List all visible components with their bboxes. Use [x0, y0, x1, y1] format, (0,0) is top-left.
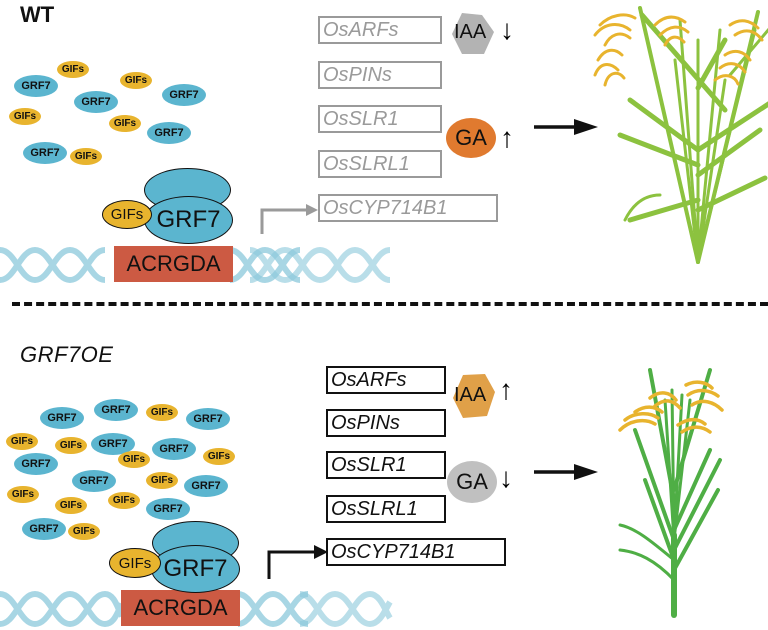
gifs-protein: GIFs	[6, 433, 38, 450]
wt-transcription-arrow-icon	[260, 204, 318, 234]
gene-box: OsPINs	[318, 61, 442, 89]
oe-ga-down-arrow-icon: ↓	[499, 462, 513, 493]
wt-acrgda-motif: ACRGDA	[114, 246, 233, 282]
gifs-protein: GIFs	[203, 448, 235, 465]
gene-box: OsARFs	[326, 366, 446, 394]
grf7-protein: GRF7	[186, 408, 230, 430]
gene-box: OsPINs	[326, 409, 446, 437]
panel-divider-dashed-line	[12, 302, 768, 306]
gifs-complex-protein: GIFs	[109, 548, 161, 578]
gifs-protein: GIFs	[55, 437, 87, 454]
oe-acrgda-motif: ACRGDA	[121, 590, 240, 626]
gene-box: OsSLRL1	[326, 495, 446, 523]
gifs-protein: GIFs	[146, 472, 178, 489]
gifs-protein: GIFs	[68, 523, 100, 540]
gifs-protein: GIFs	[120, 72, 152, 89]
gifs-protein: GIFs	[70, 148, 102, 165]
grf7-complex-protein: GRF7	[144, 196, 233, 244]
oe-iaa-hexagon-icon	[453, 374, 495, 418]
oe-dwarf-rice-plant-icon	[618, 368, 724, 618]
gifs-protein: GIFs	[118, 451, 150, 468]
wt-dna-helix	[0, 246, 301, 284]
gene-box: OsSLR1	[318, 105, 442, 133]
wt-dna-helix-right	[249, 246, 391, 284]
gifs-complex-protein: GIFs	[102, 200, 152, 229]
oe-dna-helix-right	[299, 590, 393, 628]
gifs-protein: GIFs	[7, 486, 39, 503]
oe-effect-arrow-icon	[534, 464, 598, 480]
gene-box: OsSLR1	[326, 451, 446, 479]
grf7-protein: GRF7	[14, 453, 58, 475]
gifs-protein: GIFs	[57, 61, 89, 78]
oe-iaa-up-arrow-icon: ↑	[499, 374, 513, 405]
grf7-protein: GRF7	[184, 475, 228, 497]
grf7-protein: GRF7	[40, 407, 84, 429]
wt-iaa-hexagon-icon	[452, 13, 494, 54]
gifs-protein: GIFs	[55, 497, 87, 514]
gifs-protein: GIFs	[146, 404, 178, 421]
oe-panel-label: GRF7OE	[20, 342, 114, 367]
grf7-protein: GRF7	[14, 75, 58, 97]
wt-tall-rice-plant-icon	[593, 6, 768, 264]
grf7-protein: GRF7	[152, 438, 196, 460]
grf7-protein: GRF7	[22, 518, 66, 540]
grf7-protein: GRF7	[72, 470, 116, 492]
grf7-protein: GRF7	[23, 142, 67, 164]
oe-dna-helix	[0, 590, 309, 628]
oe-transcription-arrow-icon	[267, 545, 328, 579]
oe-ga-ellipse: GA	[447, 461, 497, 503]
gifs-protein: GIFs	[109, 115, 141, 132]
wt-ga-ellipse: GA	[446, 118, 496, 158]
wt-iaa-down-arrow-icon: ↓	[500, 14, 514, 45]
grf7-protein: GRF7	[74, 91, 118, 113]
gifs-protein: GIFs	[9, 108, 41, 125]
grf7-protein: GRF7	[147, 122, 191, 144]
gifs-protein: GIFs	[108, 492, 140, 509]
gene-box: OsCYP714B1	[318, 194, 498, 222]
gene-box: OsCYP714B1	[326, 538, 506, 566]
grf7-protein: GRF7	[162, 84, 206, 106]
grf7-complex-protein: GRF7	[151, 545, 240, 593]
wt-panel-label: WT	[20, 2, 55, 27]
oe-iaa-label: IAA	[454, 384, 487, 406]
grf7-protein: GRF7	[91, 433, 135, 455]
grf7-protein: GRF7	[146, 498, 190, 520]
wt-effect-arrow-icon	[534, 119, 598, 135]
gene-box: OsARFs	[318, 16, 442, 44]
wt-iaa-label: IAA	[454, 21, 487, 43]
grf7-protein: GRF7	[94, 399, 138, 421]
wt-ga-up-arrow-icon: ↑	[500, 122, 514, 153]
gene-box: OsSLRL1	[318, 150, 442, 178]
